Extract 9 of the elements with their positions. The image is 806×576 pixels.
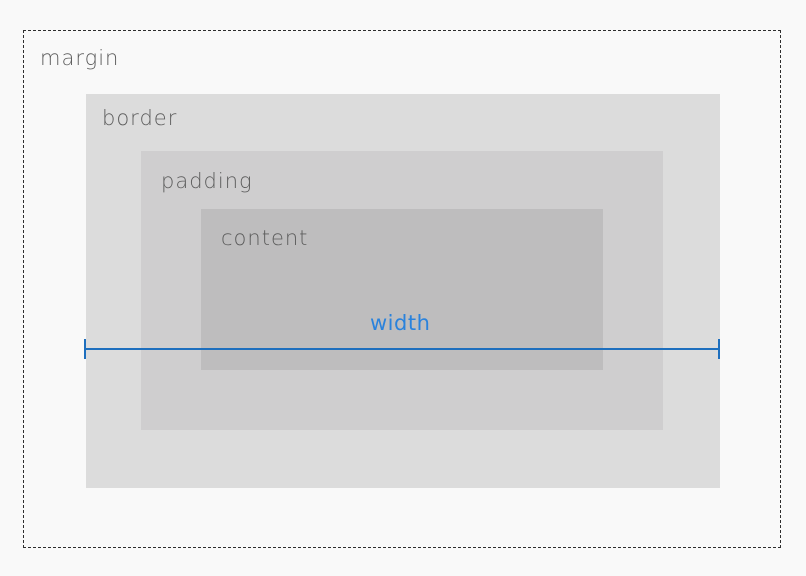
dimension-label: width bbox=[370, 311, 430, 335]
area-label: margin bbox=[40, 46, 120, 70]
area-label: border bbox=[102, 106, 178, 130]
border-area bbox=[86, 94, 720, 488]
padding-area bbox=[141, 151, 663, 430]
area-label: content bbox=[221, 226, 308, 250]
margin-area bbox=[23, 30, 781, 548]
area-label: padding bbox=[161, 169, 253, 193]
content-area bbox=[201, 209, 603, 370]
